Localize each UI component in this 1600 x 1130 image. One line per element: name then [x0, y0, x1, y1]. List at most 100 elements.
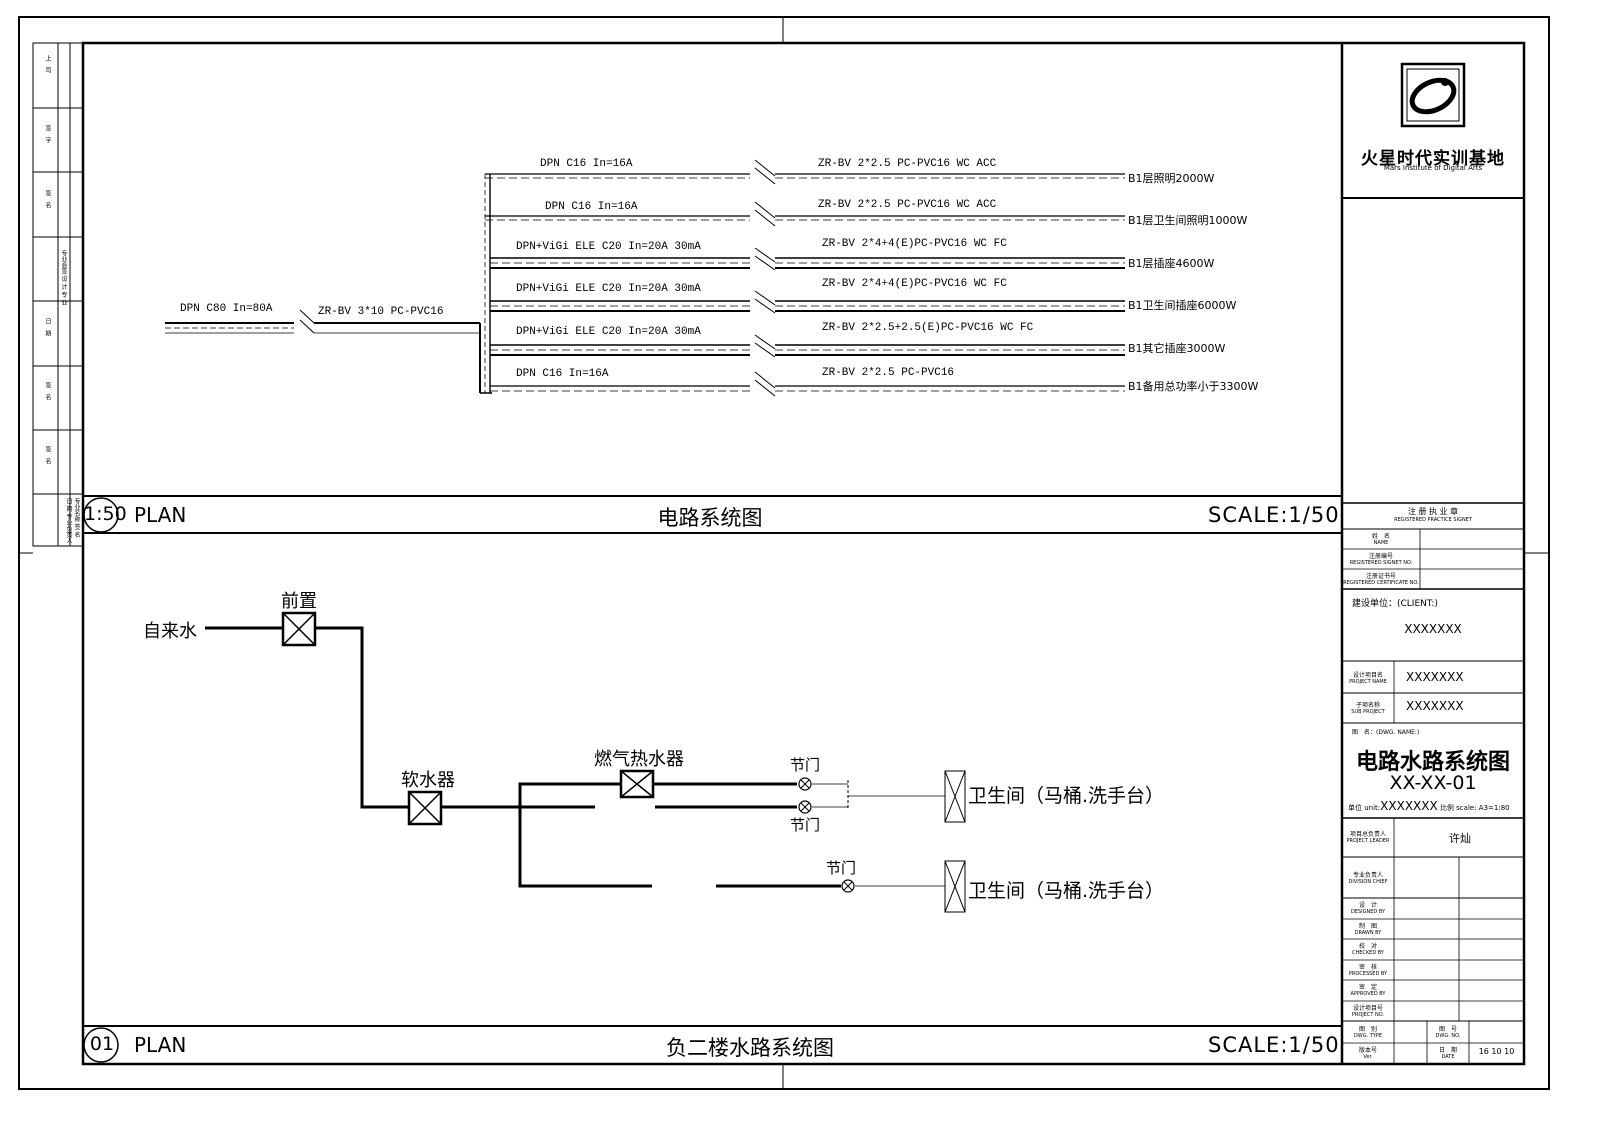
- circuit-4-load: B1卫生间插座6000W: [1128, 299, 1237, 312]
- left-revision-strip: [32, 42, 84, 547]
- circuit-1-load: B1层照明2000W: [1128, 172, 1215, 185]
- valve-label-upper: 节门: [790, 756, 821, 774]
- circuit-1-breaker: DPN C16 In=16A: [540, 158, 633, 170]
- drawn-label: 制 图: [1358, 923, 1377, 930]
- designed-label: 设 计: [1358, 902, 1377, 909]
- drawing-number: XX-XX-01: [1389, 772, 1477, 794]
- fixture-label-2: 卫生间（马桶.洗手台）: [968, 880, 1165, 902]
- busbar: [479, 174, 492, 394]
- dwg-no-label: 图 号: [1438, 1026, 1457, 1033]
- date-label-en: DATE: [1441, 1054, 1455, 1060]
- unit-line: 单位 unit:XXXXXXX 比例 scale: A3=1:80: [1348, 799, 1510, 813]
- date-label: 日 期: [1438, 1047, 1457, 1054]
- valve-icon-lower: [798, 800, 812, 814]
- water-heater-box: [619, 769, 655, 799]
- circuit-6-breaker: DPN C16 In=16A: [516, 368, 609, 380]
- circuit-3-breaker: DPN+ViGi ELE C20 In=20A 30mA: [516, 241, 701, 253]
- circuit-6-cable: ZR-BV 2*2.5 PC-PVC16: [822, 367, 955, 379]
- water-scale-label: SCALE:1/50: [1208, 1033, 1340, 1057]
- chief-label-en: DIVISION CHIEF: [1348, 879, 1388, 885]
- circuit-4-cable: ZR-BV 2*4+4(E)PC-PVC16 WC FC: [822, 278, 1007, 290]
- fixture-box-1: [944, 770, 966, 823]
- sub-label: 子项名称: [1355, 702, 1380, 709]
- circuit-2-breaker: DPN C16 In=16A: [545, 201, 638, 213]
- dwg-no-label-en: DWG. NO.: [1435, 1033, 1461, 1039]
- main-feeder-line: [165, 309, 480, 334]
- prefilter-box: [281, 611, 317, 647]
- softener-label: 软水器: [401, 770, 455, 791]
- heater-label: 燃气热水器: [594, 749, 684, 770]
- dwg-name-label: 图 名：(DWG. NAME:): [1352, 729, 1420, 736]
- project-no-label-en: PROJECT NO.: [1351, 1012, 1385, 1018]
- water-plan-label: PLAN: [134, 1033, 187, 1057]
- main-breaker-label: DPN C80 In=80A: [180, 303, 273, 315]
- leader-label-en: PROJECT LEADER: [1346, 838, 1390, 844]
- fixture-label-1: 卫生间（马桶.洗手台）: [968, 785, 1165, 807]
- branch-4: [490, 290, 1125, 314]
- circuit-5-breaker: DPN+ViGi ELE C20 In=20A 30mA: [516, 326, 701, 338]
- prefilter-label: 前置: [281, 591, 317, 612]
- valve-label-branch: 节门: [826, 859, 857, 877]
- client-label: 建设单位：(CLIENT:): [1352, 599, 1438, 609]
- water-diagram: [205, 611, 966, 913]
- date-value: 16 10 10: [1478, 1047, 1515, 1056]
- strip-cell-4: 专业会签 设 计 专 业: [60, 250, 67, 306]
- circuit-3-load: B1层插座4600W: [1128, 257, 1215, 270]
- main-cable-label: ZR-BV 3*10 PC-PVC16: [318, 306, 444, 318]
- unit-value: XXXXXXX: [1380, 799, 1438, 813]
- electrical-diagram: [165, 159, 1125, 397]
- dwg-type-label-en: DWG. TYPE: [1353, 1033, 1383, 1039]
- client-value: XXXXXXX: [1404, 622, 1462, 636]
- water-source-label: 自来水: [143, 621, 197, 642]
- cert-label-en: REGISTERED CERTIFICATE NO.: [1343, 580, 1419, 586]
- reg-seal-label-en: REGISTERED PRACTICE SIGNET: [1394, 517, 1472, 523]
- project-label-en: PROJECT NAME: [1349, 679, 1387, 685]
- project-value: XXXXXXX: [1406, 670, 1464, 684]
- chief-label: 专业负责人: [1352, 872, 1383, 879]
- elec-panel-title: 电路系统图: [657, 506, 763, 530]
- circuit-5-load: B1其它插座3000W: [1128, 342, 1226, 355]
- strip-cell-1: 上 司: [44, 55, 51, 73]
- softener-box: [407, 790, 443, 826]
- company-name: 火星时代实训基地: [1361, 149, 1505, 169]
- circuit-1-cable: ZR-BV 2*2.5 PC-PVC16 WC ACC: [818, 158, 997, 170]
- reg-seal-label: 注 册 执 业 章: [1407, 507, 1459, 516]
- circuit-3-cable: ZR-BV 2*4+4(E)PC-PVC16 WC FC: [822, 238, 1007, 250]
- valve-icon-branch: [841, 879, 855, 893]
- project-no-label: 设计项目号: [1352, 1005, 1383, 1012]
- elec-detail-circle: [83, 497, 119, 533]
- branch-5: [490, 334, 1125, 358]
- leader-value: 许灿: [1449, 832, 1471, 845]
- strip-bottom: 专业名称 签 名 日 期 专业负责人: [65, 498, 80, 544]
- branch-1: [485, 159, 1125, 185]
- drawing-title: 电路水路系统图: [1355, 750, 1510, 775]
- water-detail-number: 01: [89, 1033, 115, 1055]
- company-name-en: Mars Institute of Digital Arts: [1383, 164, 1483, 172]
- branch-6: [490, 371, 1125, 397]
- checked-label-en: CHECKED BY: [1352, 950, 1384, 956]
- water-detail-circle: [83, 1027, 119, 1063]
- reg-no-label: 注册编号: [1368, 553, 1393, 560]
- fixture-box-2: [944, 860, 966, 913]
- circuit-2-cable: ZR-BV 2*2.5 PC-PVC16 WC ACC: [818, 199, 997, 211]
- strip-cell-5: 日 期: [44, 318, 51, 336]
- circuit-6-load: B1备用总功率小于3300W: [1128, 380, 1259, 393]
- processed-label-en: PROCESSED BY: [1348, 971, 1388, 977]
- drawing-frame: [81, 41, 1526, 1066]
- water-panel-title: 负二楼水路系统图: [666, 1036, 834, 1060]
- processed-label: 审 核: [1358, 964, 1377, 971]
- strip-cell-3: 签 名: [44, 190, 51, 208]
- scale-text: 比例 scale: A3=1:80: [1439, 804, 1510, 812]
- strip-cell-7: 签 名: [44, 446, 51, 464]
- approved-label: 审 定: [1358, 984, 1377, 991]
- unit-prefix: 单位 unit:: [1348, 804, 1381, 812]
- branch-2: [485, 201, 1125, 227]
- title-block-grid: [1342, 197, 1524, 1064]
- designed-label-en: DESIGNED BY: [1350, 909, 1386, 915]
- branch-3: [490, 247, 1125, 271]
- name-label-en: NAME: [1373, 540, 1389, 546]
- elec-detail-number: 1:50: [84, 503, 127, 525]
- valve-icon-upper: [798, 777, 812, 791]
- sub-value: XXXXXXX: [1406, 699, 1464, 713]
